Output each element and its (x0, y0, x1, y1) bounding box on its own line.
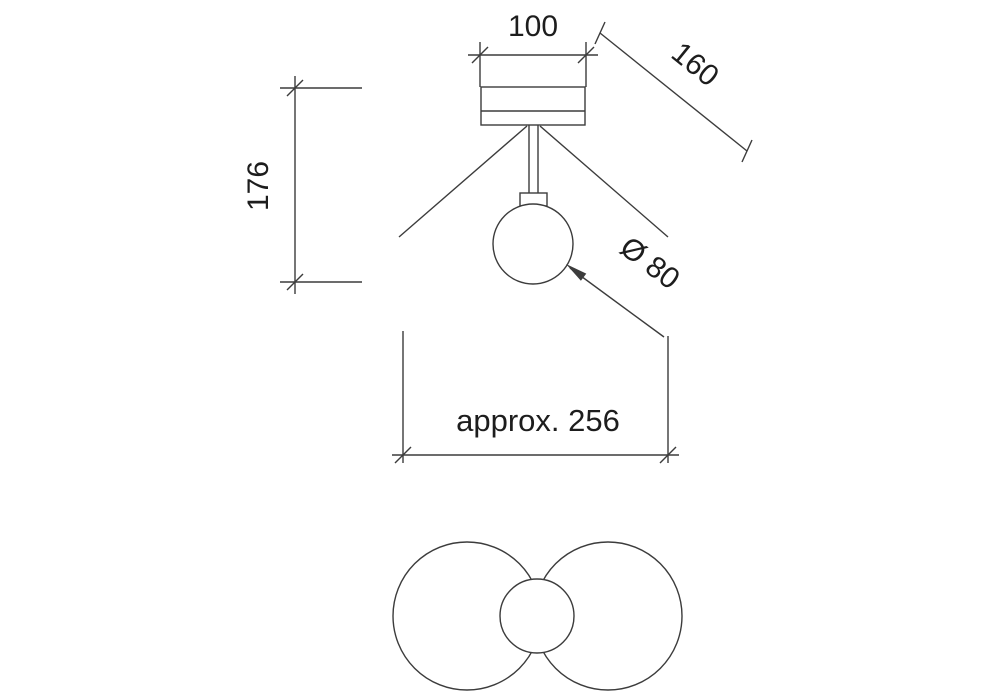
tick-mark (577, 46, 595, 64)
canopy-outline (480, 86, 586, 126)
tick-mark (594, 21, 606, 45)
tick-mark (741, 139, 753, 163)
arms (398, 125, 669, 238)
bottom-view (392, 541, 683, 691)
tick-mark (471, 46, 489, 64)
dim-globe-diameter-label: Ø 80 (614, 231, 686, 297)
dim-canopy-width: 100 (468, 10, 598, 87)
tick-mark (286, 273, 304, 291)
dim-overall-width: approx. 256 (392, 331, 679, 464)
dim-fixture-height: 176 (242, 76, 362, 294)
dim-overall-width-label: approx. 256 (456, 403, 620, 438)
center-body-circle (499, 578, 575, 654)
left-arm-line (398, 125, 528, 238)
right-arm-line (539, 125, 669, 238)
tick-mark (286, 79, 304, 97)
dim-arm-length-label: 160 (665, 36, 725, 93)
front-view: 100 160 176 Ø 80 (242, 10, 753, 464)
tick-mark (659, 446, 677, 464)
leader-line (569, 267, 665, 338)
tick-mark (394, 446, 412, 464)
dim-canopy-width-label: 100 (508, 10, 558, 43)
dimension-line (599, 32, 748, 152)
canopy (480, 86, 586, 126)
dim-fixture-height-label: 176 (242, 161, 275, 211)
dim-globe-diameter: Ø 80 (566, 231, 686, 338)
dim-arm-length: 160 (594, 21, 753, 163)
stem (528, 125, 539, 193)
glass-globe (492, 203, 574, 285)
